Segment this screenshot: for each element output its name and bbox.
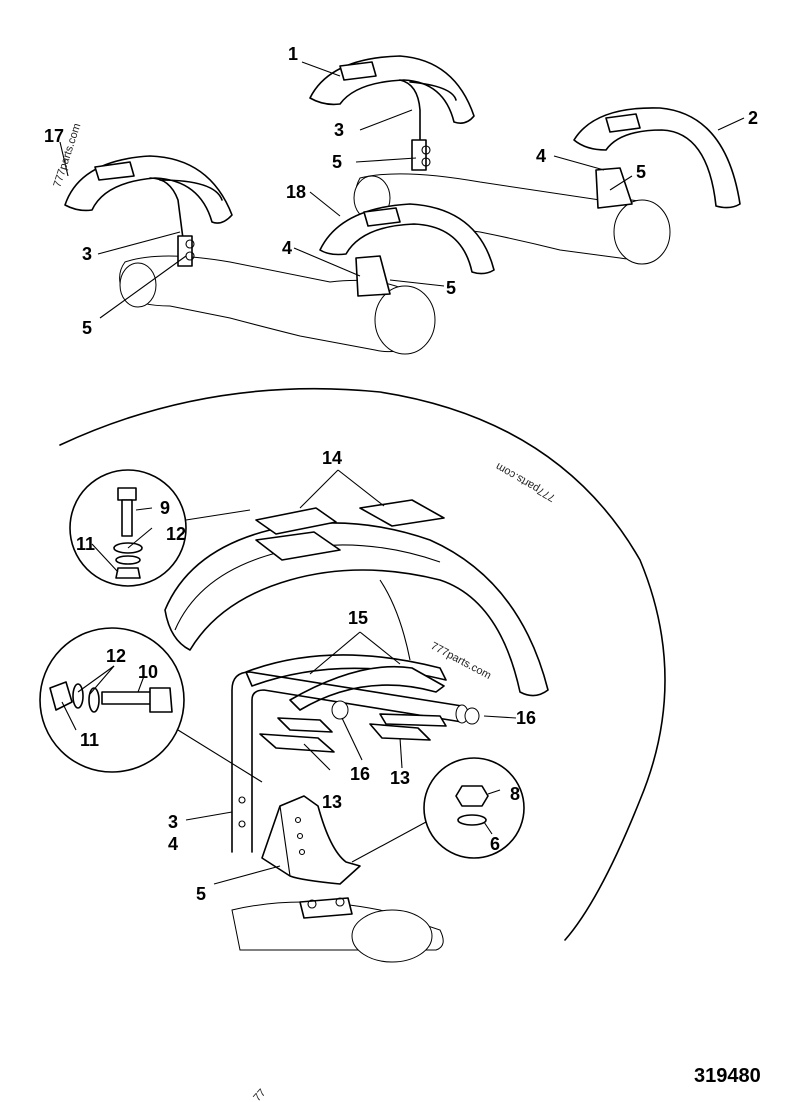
detail-bolt-9	[69, 469, 251, 587]
callout-5: 5	[82, 318, 92, 338]
callout-2: 2	[748, 108, 758, 128]
callout-16: 16	[516, 708, 536, 728]
fender-2	[573, 107, 741, 209]
rubber-strips-15	[245, 654, 447, 711]
callout-4: 4	[536, 146, 546, 166]
callout-16: 16	[350, 764, 370, 784]
callout-11: 11	[76, 534, 95, 554]
callout-3: 3	[334, 120, 344, 140]
callout-3: 3	[82, 244, 92, 264]
callout-13: 13	[390, 768, 410, 788]
fender-17	[64, 155, 233, 267]
watermark-bottom: 77	[251, 1087, 268, 1102]
callout-5: 5	[636, 162, 646, 182]
detail-nut-8	[351, 757, 525, 863]
callout-12: 12	[106, 646, 126, 666]
top-assembly-view	[64, 55, 741, 355]
callout-5: 5	[446, 278, 456, 298]
callout-15: 15	[348, 608, 368, 628]
callout-5: 5	[332, 152, 342, 172]
rear-axle	[353, 173, 671, 265]
callout-labels: 1 2 3 5 4 5 17 18 3 4 5 5 14 9 12 11 15 …	[44, 44, 758, 904]
fender-1	[309, 55, 475, 171]
callout-4: 4	[168, 834, 178, 854]
callout-13: 13	[322, 792, 342, 812]
callout-11: 11	[80, 730, 99, 750]
callout-10: 10	[138, 662, 158, 682]
front-axle	[119, 255, 436, 355]
callout-8: 8	[510, 784, 520, 804]
callout-6: 6	[490, 834, 500, 854]
enlarged-view	[39, 387, 666, 963]
callout-17: 17	[44, 126, 64, 146]
callout-1: 1	[288, 44, 298, 64]
clamps-13	[259, 713, 447, 753]
fender-enlarged	[164, 499, 549, 697]
drawing-number: 319480	[694, 1065, 761, 1087]
leader-lines	[59, 61, 745, 885]
detail-bolt-10	[39, 627, 263, 783]
callout-4: 4	[282, 238, 292, 258]
enlarged-view-boundary	[59, 387, 666, 941]
callout-3: 3	[168, 812, 178, 832]
ring-16b	[464, 707, 480, 725]
ring-16a	[331, 700, 349, 720]
callout-14: 14	[322, 448, 342, 468]
bracket-5	[261, 795, 361, 885]
callout-5: 5	[196, 884, 206, 904]
callout-12: 12	[166, 524, 186, 544]
callout-18: 18	[286, 182, 306, 202]
fender-18	[319, 203, 495, 297]
watermark-right: 777parts.com	[494, 460, 558, 504]
support-bar	[231, 671, 469, 853]
callout-9: 9	[160, 498, 170, 518]
axle-hub	[231, 897, 444, 963]
